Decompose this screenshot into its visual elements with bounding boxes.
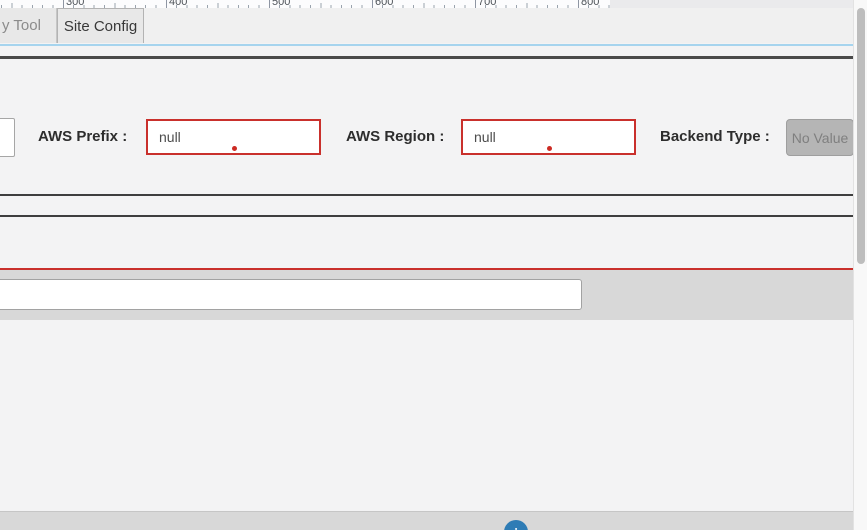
ruler-tick-label: 500 xyxy=(272,0,291,8)
ruler-empty-area xyxy=(610,0,853,8)
aws-region-field xyxy=(461,119,636,155)
vertical-scrollbar[interactable] xyxy=(853,0,867,530)
ruler-major-tick: 700 xyxy=(475,0,496,8)
section-divider xyxy=(0,215,853,217)
ruler-major-tick: 800 xyxy=(578,0,599,8)
ruler-tick-label: 700 xyxy=(478,0,497,8)
tab-site-config[interactable]: Site Config xyxy=(57,8,144,43)
ruler-major-tick: 400 xyxy=(166,0,187,8)
ruler-major-tick: 300 xyxy=(63,0,84,8)
ruler-tick-label: 300 xyxy=(66,0,85,8)
input-band xyxy=(0,270,853,320)
header-divider xyxy=(0,56,853,59)
backend-type-button[interactable]: No Value xyxy=(786,119,854,156)
ruler-tick-label: 800 xyxy=(581,0,600,8)
aws-region-label: AWS Region : xyxy=(346,128,445,145)
ruler-major-tick: 500 xyxy=(269,0,290,8)
aws-prefix-label: AWS Prefix : xyxy=(38,128,128,145)
active-tab-underline xyxy=(0,44,853,46)
horizontal-ruler: 300 400 500 600 700 800 xyxy=(0,0,610,8)
backend-type-label: Backend Type : xyxy=(660,128,770,145)
ruler-major-tick: 600 xyxy=(372,0,393,8)
wide-text-input[interactable] xyxy=(0,279,582,310)
tab-bar: y Tool Site Config xyxy=(0,8,853,43)
tab-tool-label: y Tool xyxy=(2,17,41,34)
aws-prefix-field xyxy=(146,119,321,155)
error-section-border xyxy=(0,268,853,270)
ruler-tick-label: 600 xyxy=(375,0,394,8)
ruler-medium-ticks xyxy=(0,3,610,8)
error-dot xyxy=(546,146,552,151)
info-button[interactable]: i xyxy=(504,520,528,530)
tab-tool[interactable]: y Tool xyxy=(0,8,57,43)
info-icon: i xyxy=(514,526,518,530)
partial-left-input[interactable] xyxy=(0,118,15,157)
ruler-tick-label: 400 xyxy=(169,0,188,8)
backend-type-value: No Value xyxy=(791,129,849,146)
bottom-bar: i xyxy=(0,511,853,530)
section-divider xyxy=(0,194,853,196)
tab-site-config-label: Site Config xyxy=(63,17,138,35)
scrollbar-thumb[interactable] xyxy=(857,8,865,264)
error-dot xyxy=(231,146,237,151)
